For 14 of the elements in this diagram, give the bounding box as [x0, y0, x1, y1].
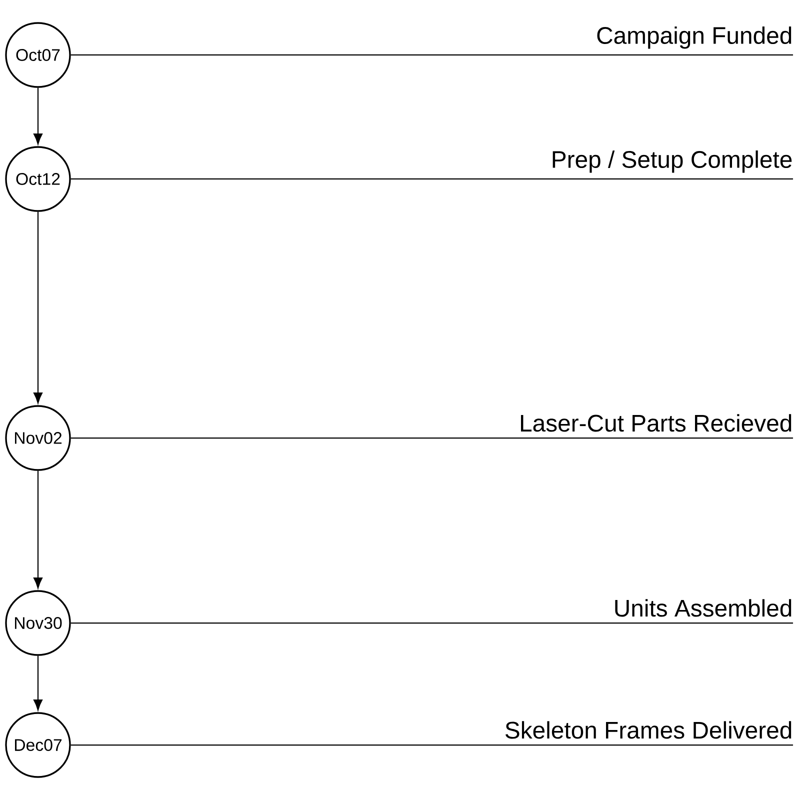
milestone-label: Prep / Setup Complete: [552, 150, 792, 173]
arrow: [34, 470, 42, 588]
milestone-label: Laser-Cut Parts Recieved: [521, 414, 792, 432]
timeline-rule: [70, 622, 794, 624]
timeline-rule: [70, 437, 794, 439]
timeline-rule: [70, 178, 794, 180]
arrow: [34, 212, 42, 404]
milestone-label: Skeleton Frames Delivered: [506, 721, 792, 739]
milestone-label: Units Assembled: [615, 599, 792, 617]
timeline-rule: [70, 54, 794, 56]
timeline-rule: [70, 744, 794, 746]
arrow: [34, 88, 42, 144]
milestone-label: Campaign Funded: [597, 26, 792, 49]
arrow: [34, 656, 42, 710]
